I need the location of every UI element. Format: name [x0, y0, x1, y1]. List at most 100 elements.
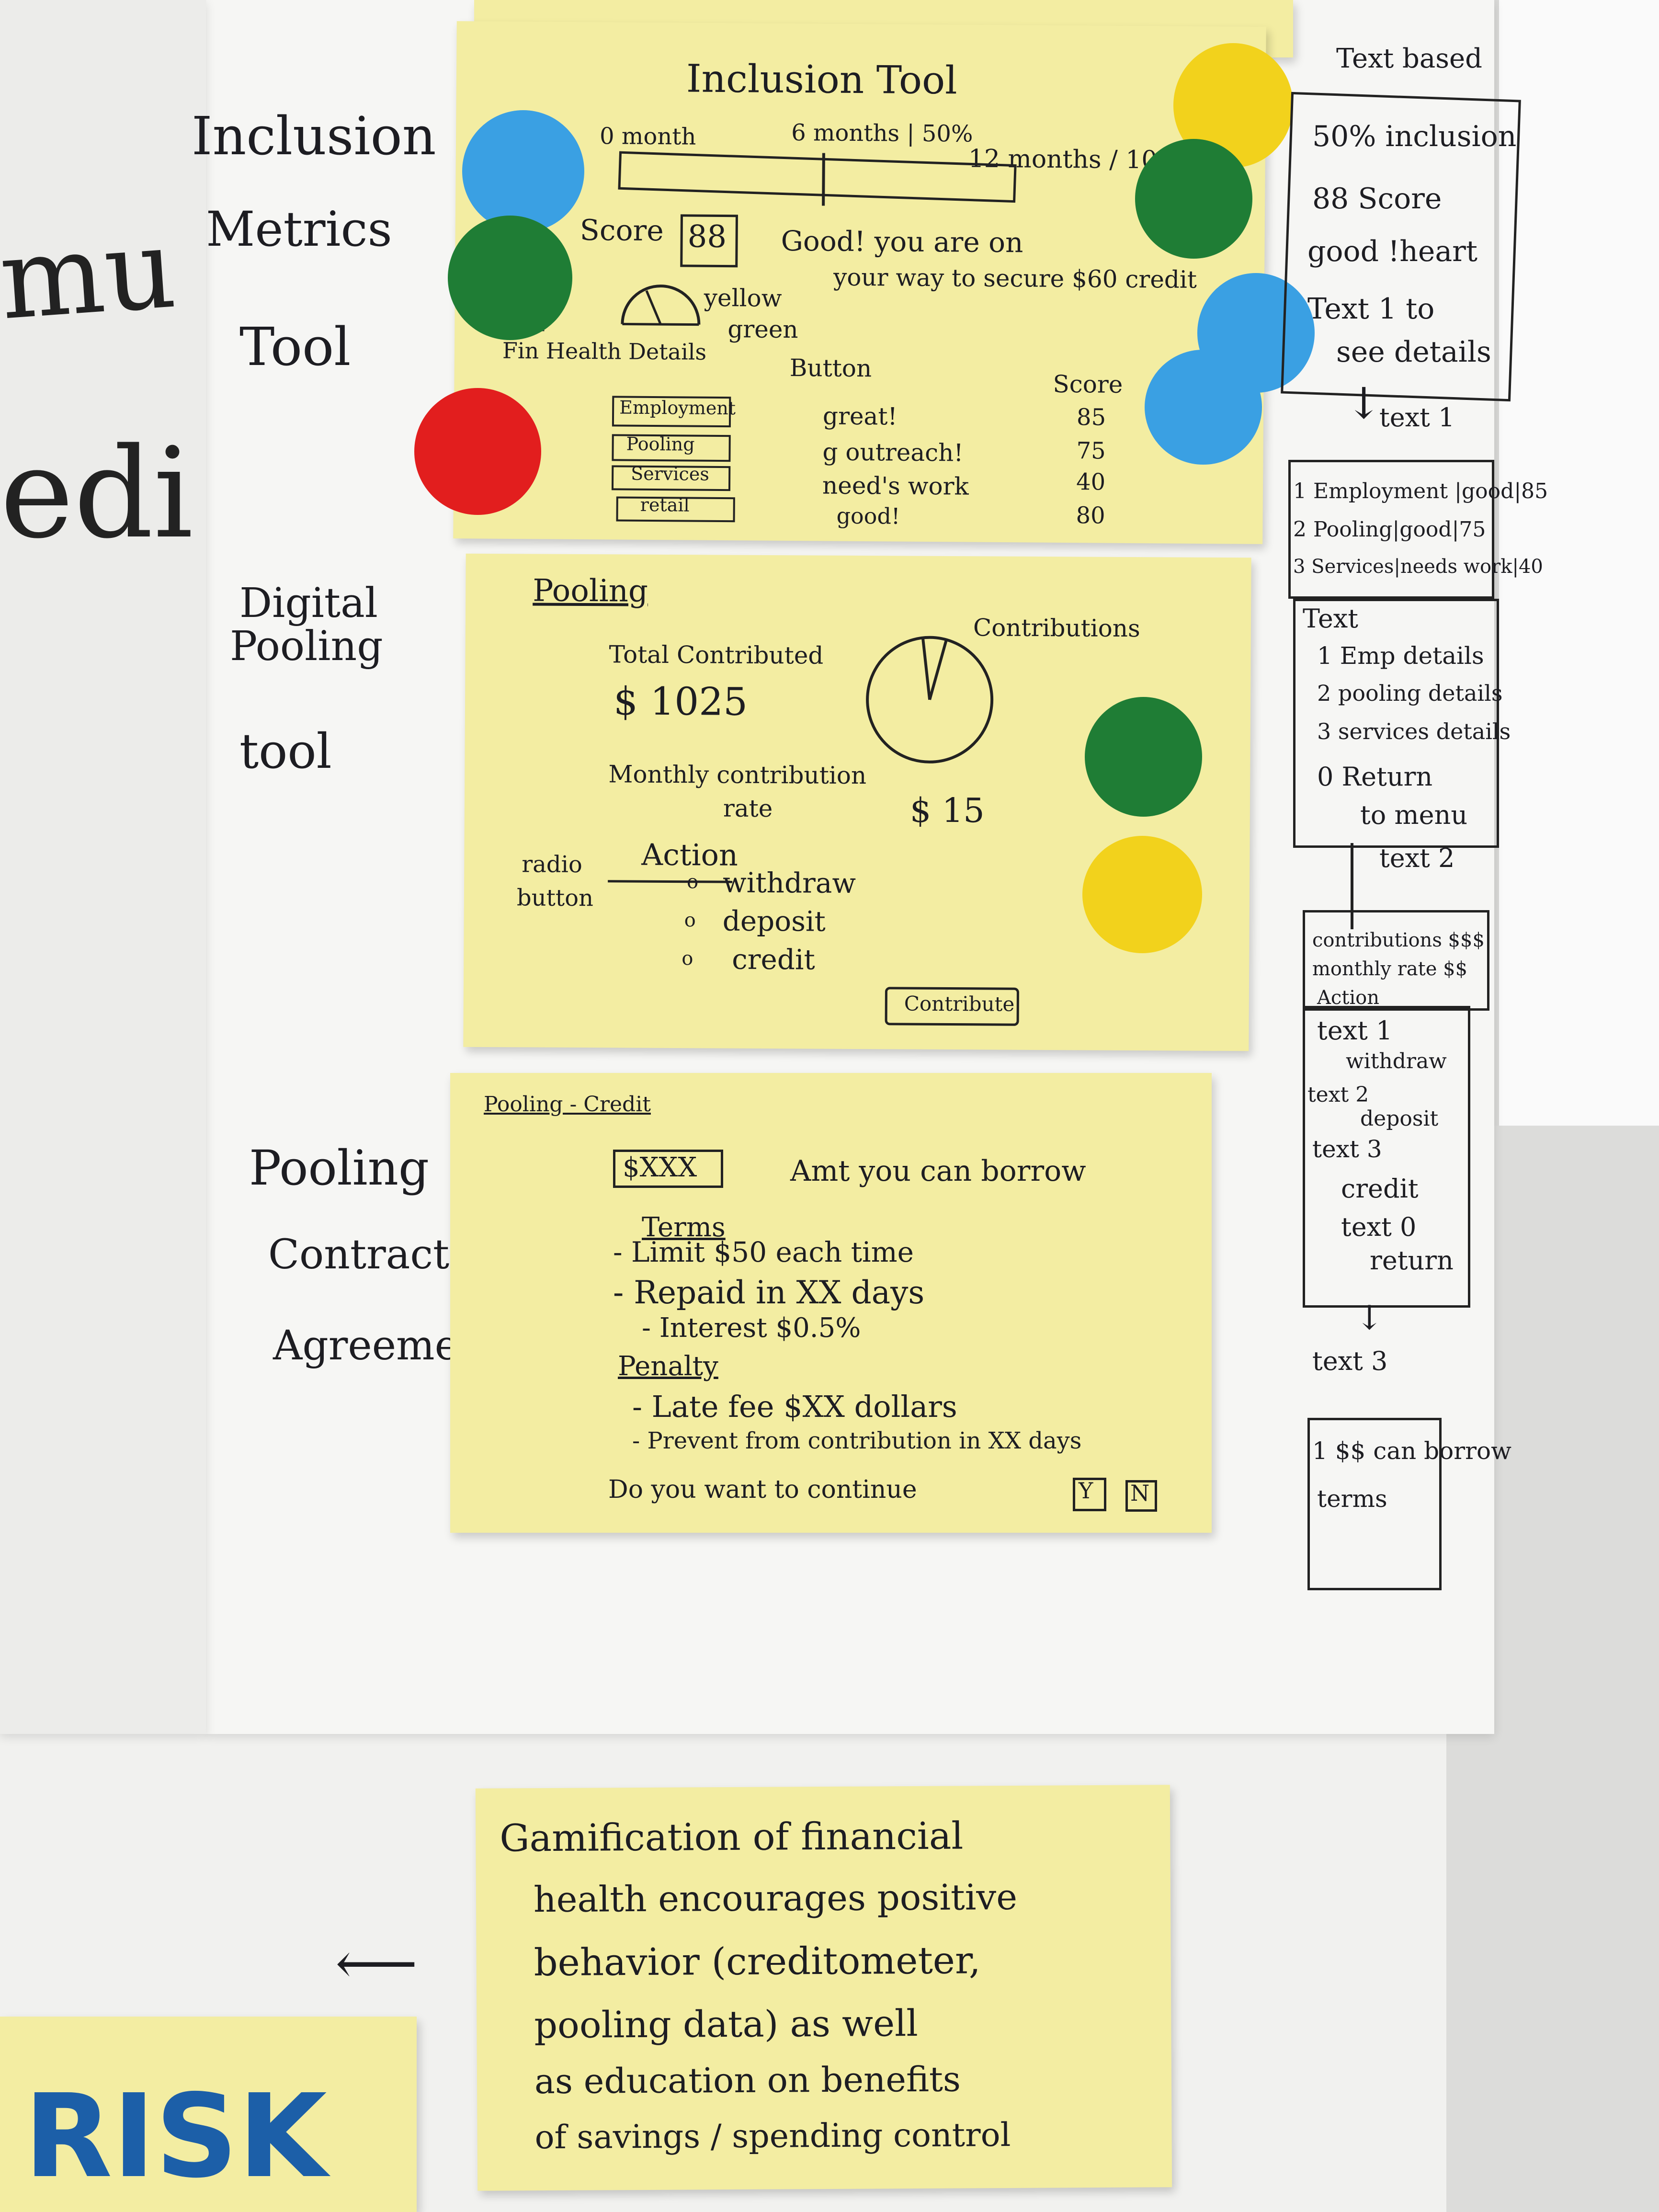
label-metrics: Metrics: [206, 201, 392, 257]
label-contract: Contract: [268, 1231, 450, 1278]
down-arrow-icon: ↓: [1346, 378, 1382, 429]
down-arrow-icon: ↓: [1355, 1298, 1384, 1337]
row-button-label: Services: [631, 463, 709, 485]
radio-label-2: button: [516, 884, 594, 912]
gamification-line: health encourages positive: [533, 1876, 1018, 1921]
timeline-start: 0 month: [599, 123, 696, 150]
monthly-label-2: rate: [723, 794, 773, 823]
radio-icon[interactable]: o: [684, 909, 696, 932]
row-status: great!: [822, 402, 898, 431]
score-col-header: Score: [1053, 370, 1123, 399]
text-flow-arrow-label: text 3: [1312, 1346, 1388, 1376]
text-flow-connector: [1351, 843, 1353, 929]
row-score: 80: [1076, 502, 1105, 529]
text-flow-line: text 1: [1317, 1015, 1393, 1046]
text-flow-line: 50% inclusion: [1312, 120, 1517, 153]
text-flow-line: monthly rate $$: [1312, 958, 1468, 980]
no-button-label: N: [1130, 1480, 1150, 1506]
timeline-bar: [618, 151, 1017, 203]
pie-label: Contributions: [973, 614, 1140, 643]
yes-button[interactable]: [1073, 1478, 1106, 1511]
text-flow-line: terms: [1317, 1485, 1387, 1513]
gamification-line: Gamification of financial: [500, 1814, 964, 1860]
message-line-2: your way to secure $60 credit: [833, 263, 1197, 294]
text-flow-line: Text: [1303, 604, 1358, 634]
row-button-label: retail: [640, 494, 690, 516]
projection-screen: [1499, 0, 1659, 1126]
gamification-note: Gamification of financial health encoura…: [475, 1785, 1172, 2191]
row-score: 85: [1076, 404, 1106, 431]
pooling-credit-note: Pooling - Credit $XXX Amt you can borrow…: [450, 1073, 1212, 1533]
text-flow-box-2b: [1293, 599, 1499, 848]
button-col-header: Button: [789, 353, 872, 383]
no-button[interactable]: [1125, 1480, 1157, 1512]
text-flow-line: 2 Pooling|good|75: [1293, 517, 1486, 542]
text-flow-line: 1 Employment |good|85: [1293, 479, 1548, 503]
continue-question: Do you want to continue: [608, 1475, 917, 1504]
credit-title: Pooling - Credit: [484, 1092, 651, 1117]
yellow-dot-sticker: [1082, 836, 1202, 953]
row-status: g outreach!: [822, 438, 964, 467]
gamification-line: behavior (creditometer,: [534, 1939, 981, 1985]
radio-label-1: radio: [522, 851, 583, 878]
partial-handwriting: mu: [0, 205, 180, 345]
text-flow-line: Text 1 to: [1307, 292, 1435, 326]
row-button-label: Employment: [619, 397, 736, 419]
text-flow-line: deposit: [1360, 1106, 1439, 1131]
text-flow-line: 3 services details: [1317, 718, 1511, 744]
label-inclusion: Inclusion: [192, 105, 436, 167]
gamification-line: of savings / spending control: [534, 2116, 1011, 2157]
text-flow-line: Action: [1317, 987, 1379, 1009]
row-status: need's work: [822, 471, 969, 501]
monthly-value: $ 15: [909, 790, 985, 831]
term-line: - Repaid in XX days: [613, 1274, 925, 1311]
green-dot-sticker: [1135, 139, 1252, 259]
total-value: $ 1025: [613, 679, 748, 724]
monthly-label-1: Monthly contribution: [608, 760, 867, 790]
green-dot-sticker: [448, 216, 572, 340]
term-line: - Interest $0.5%: [642, 1312, 861, 1344]
green-dot-sticker: [1085, 697, 1202, 817]
gauge-icon: [621, 285, 701, 326]
text-flow-arrow-label: text 2: [1379, 843, 1455, 873]
pooling-note: Pooling Total Contributed $ 1025 Contrib…: [463, 553, 1251, 1051]
text-flow-line: good !heart: [1307, 235, 1477, 268]
text-flow-line: 1 $$ can borrow: [1312, 1437, 1511, 1465]
arrow-scribble-icon: ⟵: [335, 1930, 418, 1997]
gamification-line: as education on benefits: [534, 2059, 961, 2102]
blue-dot-sticker: [462, 110, 584, 232]
message-line-1: Good! you are on: [781, 224, 1023, 259]
row-score: 40: [1076, 468, 1106, 496]
radio-icon[interactable]: o: [682, 947, 693, 970]
label-digital: Digital: [239, 580, 378, 627]
text-flow-title: Text based: [1336, 43, 1482, 74]
timeline-marker: [822, 153, 825, 206]
score-label: Score: [580, 213, 664, 248]
text-flow-box-4: [1307, 1418, 1442, 1590]
amount-box: [613, 1150, 723, 1188]
text-flow-line: 1 Emp details: [1317, 642, 1484, 670]
amount-caption: Amt you can borrow: [790, 1154, 1086, 1188]
partial-handwriting-2: edi: [0, 422, 193, 566]
text-flow-line: return: [1370, 1245, 1454, 1276]
contribute-button-label: Contribute: [904, 992, 1015, 1016]
text-flow-line: see details: [1336, 335, 1491, 369]
label-pooling-2: Pooling: [249, 1140, 430, 1196]
option-credit[interactable]: credit: [732, 943, 815, 976]
terms-heading: Terms: [642, 1212, 726, 1243]
text-flow-line: credit: [1341, 1174, 1419, 1204]
text-flow-box-3b: [1303, 1006, 1470, 1308]
label-pooling: Pooling: [230, 623, 383, 670]
risk-note: RISK: [0, 2017, 417, 2212]
option-withdraw[interactable]: withdraw: [722, 866, 856, 900]
row-button-label: Pooling: [626, 433, 695, 455]
option-deposit[interactable]: deposit: [722, 904, 826, 938]
text-flow-line: to menu: [1360, 800, 1468, 830]
blue-dot-sticker: [1145, 350, 1262, 465]
amount-value: $XXX: [623, 1152, 697, 1183]
gamification-line: pooling data) as well: [534, 2001, 918, 2047]
text-flow-line: 3 Services|needs work|40: [1293, 556, 1543, 578]
text-flow-box-2: [1288, 460, 1494, 599]
pooling-title: Pooling: [533, 573, 648, 609]
radio-icon[interactable]: o: [687, 871, 699, 893]
